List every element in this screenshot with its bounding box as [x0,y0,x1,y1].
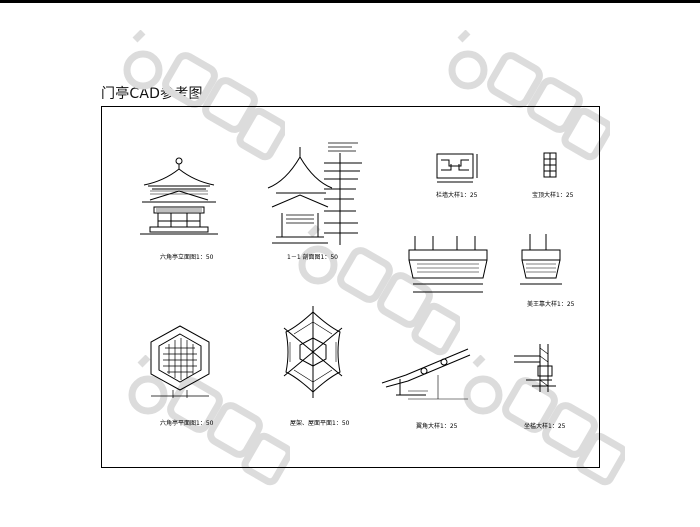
railing-caption: 栏墙大样1：25 [436,192,478,199]
top-border [0,0,700,3]
section-drawing [262,133,374,251]
plinth-caption: 美王靠大样1：25 [527,301,575,308]
roof-plan-drawing [278,302,348,402]
plan-drawing [143,320,217,400]
finial-caption: 宝顶大样1：25 [532,192,574,199]
bracket-drawing [510,340,566,398]
plinth-drawing [516,232,566,296]
elevation-drawing [136,155,222,240]
plan-caption: 六角亭平面图1：50 [160,420,214,427]
elevation-caption: 六角亭立面图1：50 [160,254,214,261]
eave-caption: 翼角大样1：25 [416,423,458,430]
roof-plan-caption: 屋架、屋面平面1：50 [290,420,350,427]
railing-drawing [431,150,487,186]
page-title: 门亭CAD参考图 [101,86,203,102]
section-caption: 1－1 剖面图1：50 [287,254,338,261]
finial-drawing [540,150,562,182]
bracket-caption: 坐槛大样1：25 [524,423,566,430]
base-detail-drawing [405,232,491,300]
drawing-sheet [101,106,600,468]
eave-drawing [378,345,476,405]
